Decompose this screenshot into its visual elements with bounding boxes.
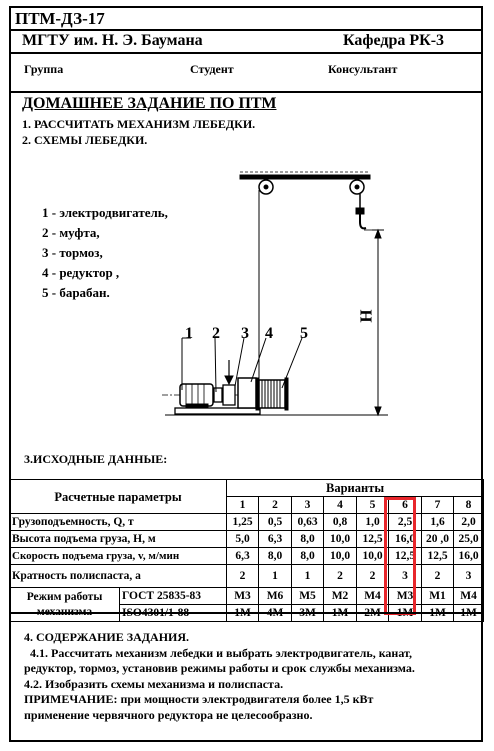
doc-code: ПТМ-ДЗ-17 xyxy=(15,9,105,28)
assignment-item-1: 1. РАССЧИТАТЬ МЕХАНИЗМ ЛЕБЕДКИ. xyxy=(22,117,256,131)
variant-number: 7 xyxy=(421,496,454,514)
table-cell: 6,3 xyxy=(258,530,292,548)
table-cell: 10,0 xyxy=(323,547,357,565)
variants-header: Варианты xyxy=(225,479,485,497)
row-label: Скорость подъема груза, v, м/мин xyxy=(9,547,227,565)
header-divider-2 xyxy=(9,52,483,54)
table-cell: 3 xyxy=(452,564,485,588)
table-cell: М5 xyxy=(291,587,324,605)
input-data-title: 3.ИСХОДНЫЕ ДАННЫЕ: xyxy=(24,452,168,466)
table-cell: 1,6 xyxy=(421,513,454,531)
legend-item: 1 - электродвигатель, xyxy=(42,205,168,220)
task-section: 4. СОДЕРЖАНИЕ ЗАДАНИЯ. 4.1. Рассчитать м… xyxy=(24,630,479,723)
table-cell: 2,0 xyxy=(452,513,485,531)
student-label: Студент xyxy=(190,62,234,76)
table-cell: 1 xyxy=(258,564,292,588)
consultant-label: Консультант xyxy=(328,62,398,76)
params-header: Расчетные параметры xyxy=(9,479,227,514)
variant-number: 3 xyxy=(291,496,324,514)
header-divider-3 xyxy=(9,91,483,93)
motor-icon xyxy=(179,383,214,409)
row-label: Высота подъема груза, Н, м xyxy=(9,530,227,548)
winch-diagram xyxy=(162,171,388,417)
callout-3: 3 xyxy=(241,325,249,342)
table-cell: М3 xyxy=(226,587,259,605)
row-label: Грузоподъемность, Q, т xyxy=(9,513,227,531)
assignment-item-2: 2. СХЕМЫ ЛЕБЕДКИ. xyxy=(22,133,148,147)
table-cell: 2 xyxy=(226,564,259,588)
table-bottom-divider xyxy=(9,612,483,614)
table-cell: 8,0 xyxy=(291,530,324,548)
document-frame xyxy=(9,6,483,742)
mode-label-line-1: Режим работы xyxy=(26,590,103,603)
task-line: 4.2. Изобразить схемы механизма и полисп… xyxy=(24,676,284,691)
table-cell: 8,0 xyxy=(258,547,292,565)
callout-5: 5 xyxy=(300,325,308,342)
row-label: Кратность полиспаста, а xyxy=(9,564,227,588)
table-cell: М4 xyxy=(452,587,485,605)
table-cell: 20 ,0 xyxy=(421,530,454,548)
callout-2: 2 xyxy=(212,325,220,342)
reducer-icon xyxy=(237,377,257,409)
variant-number: 4 xyxy=(323,496,357,514)
table-cell: 25,0 xyxy=(452,530,485,548)
table-cell: 12,5 xyxy=(421,547,454,565)
table-row: Скорость подъема груза, v, м/мин 6,3 8,0… xyxy=(9,547,485,565)
table-cell: 2 xyxy=(421,564,454,588)
header-divider xyxy=(9,29,483,31)
table-cell: 10,0 xyxy=(323,530,357,548)
table-cell: 1,25 xyxy=(226,513,259,531)
table-cell: М1 xyxy=(421,587,454,605)
table-header-row: Расчетные параметры Варианты xyxy=(9,479,485,514)
mode-label: Режим работы механизма xyxy=(9,587,120,622)
table-cell: 0,8 xyxy=(323,513,357,531)
callout-1: 1 xyxy=(185,325,193,342)
overhead-beam xyxy=(239,174,371,180)
task-title: 4. СОДЕРЖАНИЕ ЗАДАНИЯ. xyxy=(24,630,190,644)
group-label: Группа xyxy=(24,62,64,76)
variant-6-highlight xyxy=(384,497,416,615)
callout-4: 4 xyxy=(265,325,273,342)
legend-item: 2 - муфта, xyxy=(42,225,100,240)
base-frame xyxy=(174,407,261,415)
variant-number: 8 xyxy=(452,496,485,514)
legend-item: 3 - тормоз, xyxy=(42,245,103,260)
table-cell: 0,63 xyxy=(291,513,324,531)
task-note: применение червячного редуктора не целес… xyxy=(24,707,313,722)
table-cell: 0,5 xyxy=(258,513,292,531)
drum-icon xyxy=(255,377,289,411)
task-line: 4.1. Рассчитать механизм лебедки и выбра… xyxy=(30,645,413,660)
legend-item: 5 - барабан. xyxy=(42,285,110,300)
component-legend: 1 - электродвигатель, 2 - муфта, 3 - тор… xyxy=(42,205,168,305)
table-cell: 2 xyxy=(323,564,357,588)
table-cell: 5,0 xyxy=(226,530,259,548)
table-cell: 10,0 xyxy=(356,547,389,565)
parameters-table: Расчетные параметры Варианты 1 2 3 4 5 6… xyxy=(9,479,485,622)
university-name: МГТУ им. Н. Э. Баумана xyxy=(22,32,203,49)
assignment-title: ДОМАШНЕЕ ЗАДАНИЕ ПО ПТМ xyxy=(22,95,277,112)
variant-number: 1 xyxy=(226,496,259,514)
legend-item: 4 - редуктор , xyxy=(42,265,120,280)
hook-icon xyxy=(355,207,367,230)
table-row: Высота подъема груза, Н, м 5,0 6,3 8,0 1… xyxy=(9,530,485,548)
table-cell: 1,0 xyxy=(356,513,389,531)
table-cell: М6 xyxy=(258,587,292,605)
brake-icon xyxy=(222,360,236,406)
task-note: ПРИМЕЧАНИЕ: при мощности электродвигател… xyxy=(24,692,374,706)
height-label: H xyxy=(356,309,376,323)
table-cell: 16,0 xyxy=(452,547,485,565)
task-line: редуктор, тормоз, установив режимы работ… xyxy=(24,661,415,675)
table-cell: М2 xyxy=(323,587,357,605)
coupling-icon xyxy=(213,387,223,403)
variant-number: 2 xyxy=(258,496,292,514)
table-cell: 6,3 xyxy=(226,547,259,565)
table-cell: 8,0 xyxy=(291,547,324,565)
table-cell: 3 xyxy=(388,564,422,588)
mode-label-line-2: механизма xyxy=(11,605,119,620)
table-cell: 1 xyxy=(291,564,324,588)
standard-name: ГОСТ 25835-83 xyxy=(119,587,227,605)
department-name: Кафедра РК-3 xyxy=(343,32,445,49)
